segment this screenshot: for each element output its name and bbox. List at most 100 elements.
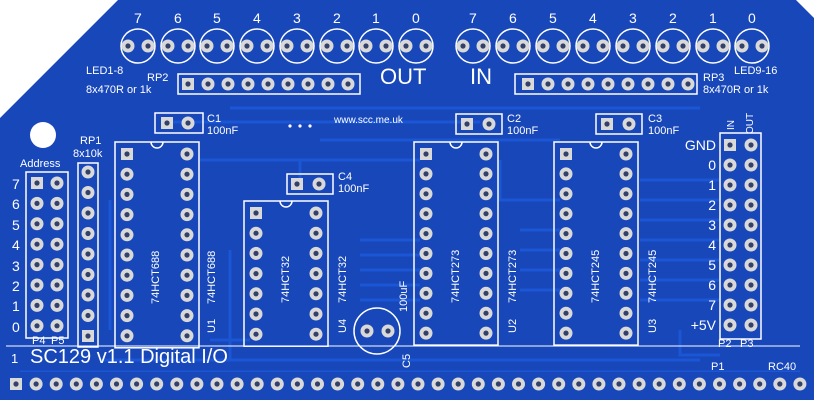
pad-hole (383, 43, 389, 49)
p5-label: P5 (51, 335, 65, 347)
pad-hole (113, 381, 120, 387)
c3-name: C3 (648, 113, 663, 125)
led-outline (398, 28, 434, 64)
pad-hole (727, 142, 733, 148)
pad-hole (34, 200, 40, 206)
pad-hole (700, 43, 706, 49)
led-in-number: 3 (629, 10, 637, 26)
pad-hole (748, 262, 754, 268)
led-out-number: 3 (293, 10, 301, 26)
led-in-number: 1 (709, 10, 717, 26)
pad-hole (34, 323, 40, 329)
pad-hole (727, 162, 733, 168)
pad-hole (34, 262, 40, 268)
pad-hole (423, 231, 429, 237)
pad-hole (54, 241, 60, 247)
pad-hole (34, 282, 40, 288)
pad-hole (759, 43, 765, 49)
c4-outline (286, 173, 334, 195)
website-label: www.scc.me.uk (334, 115, 403, 126)
address-header-outline (25, 171, 69, 339)
pad-hole (313, 331, 319, 337)
pad-hole (563, 310, 569, 316)
pad-hole (748, 222, 754, 228)
pad-hole (596, 381, 602, 387)
led-outline (615, 28, 651, 64)
c4-value: 100nF (338, 183, 370, 195)
pad-hole (124, 252, 130, 258)
pad-hole (124, 151, 130, 157)
pad-hole (685, 81, 691, 87)
pad-hole (423, 151, 429, 157)
pad-hole (797, 381, 803, 387)
pad-hole (54, 262, 60, 268)
pad-hole (757, 381, 763, 387)
pad-hole (54, 180, 60, 186)
c1-outline (154, 112, 204, 134)
c4-name: C4 (338, 171, 353, 183)
pad-hole (727, 182, 733, 188)
pad-hole (464, 121, 470, 127)
pad-hole (727, 222, 733, 228)
pad-hole (304, 43, 310, 49)
pad-hole (483, 191, 489, 197)
pad-hole (363, 43, 369, 49)
pad-hole (145, 43, 151, 49)
led-left-label: LED1-8 (86, 65, 124, 77)
pad-hole (720, 43, 726, 49)
pad-hole (623, 270, 629, 276)
pad-hole (85, 189, 91, 196)
pad-hole (423, 310, 429, 316)
pad-hole (656, 381, 662, 387)
c1-name: C1 (207, 113, 222, 125)
pad-hole (165, 43, 171, 49)
pad-hole (264, 43, 270, 49)
pad-hole (563, 171, 569, 177)
pad-hole (245, 81, 251, 87)
out-port-label: OUT (380, 64, 427, 89)
pad-hole (124, 333, 130, 339)
u2-part-label: 74HCT273 (507, 249, 519, 303)
pad-hole (563, 270, 569, 276)
board-title: SC129 v1.1 Digital I/O (30, 346, 228, 368)
led-out-number: 7 (134, 10, 142, 26)
pad-hole (665, 81, 671, 87)
pad-hole (585, 81, 591, 87)
pin1-marker: 1 (11, 351, 19, 366)
c5-name: C5 (401, 353, 413, 368)
io-row-label: 1 (708, 177, 716, 193)
rp3-value: 8x470R or 1k (703, 84, 769, 96)
pad-hole (563, 330, 569, 336)
pad-hole (486, 121, 492, 127)
io-in-column-label: IN (726, 120, 737, 130)
c1-value: 100nF (207, 125, 239, 137)
pad-hole (305, 81, 311, 87)
silk-dot (308, 124, 312, 128)
pad-hole (225, 81, 231, 87)
pad-hole (563, 231, 569, 237)
led-outline (655, 28, 691, 64)
pad-hole (33, 381, 39, 387)
pad-hole (680, 43, 686, 49)
pad-hole (185, 120, 191, 126)
u1-part-label-inside: 74HCT688 (150, 250, 162, 304)
pad-hole (364, 328, 370, 334)
pad-hole (284, 43, 290, 49)
pad-hole (85, 271, 91, 278)
pad-hole (34, 302, 40, 308)
pad-hole (727, 302, 733, 308)
rp3-outline (514, 73, 698, 95)
led-out-number: 0 (412, 10, 420, 26)
pad-hole (483, 231, 489, 237)
address-bit-label: 0 (12, 318, 20, 335)
pad-hole (620, 43, 626, 49)
pad-hole (563, 250, 569, 257)
led-in-number: 4 (589, 10, 597, 26)
u1-ref-label: U1 (206, 318, 218, 333)
io-row-label: GND (684, 137, 716, 153)
pad-hole (314, 381, 321, 387)
pad-hole (605, 81, 611, 87)
pad-hole (623, 310, 629, 316)
pad-hole (727, 282, 733, 288)
